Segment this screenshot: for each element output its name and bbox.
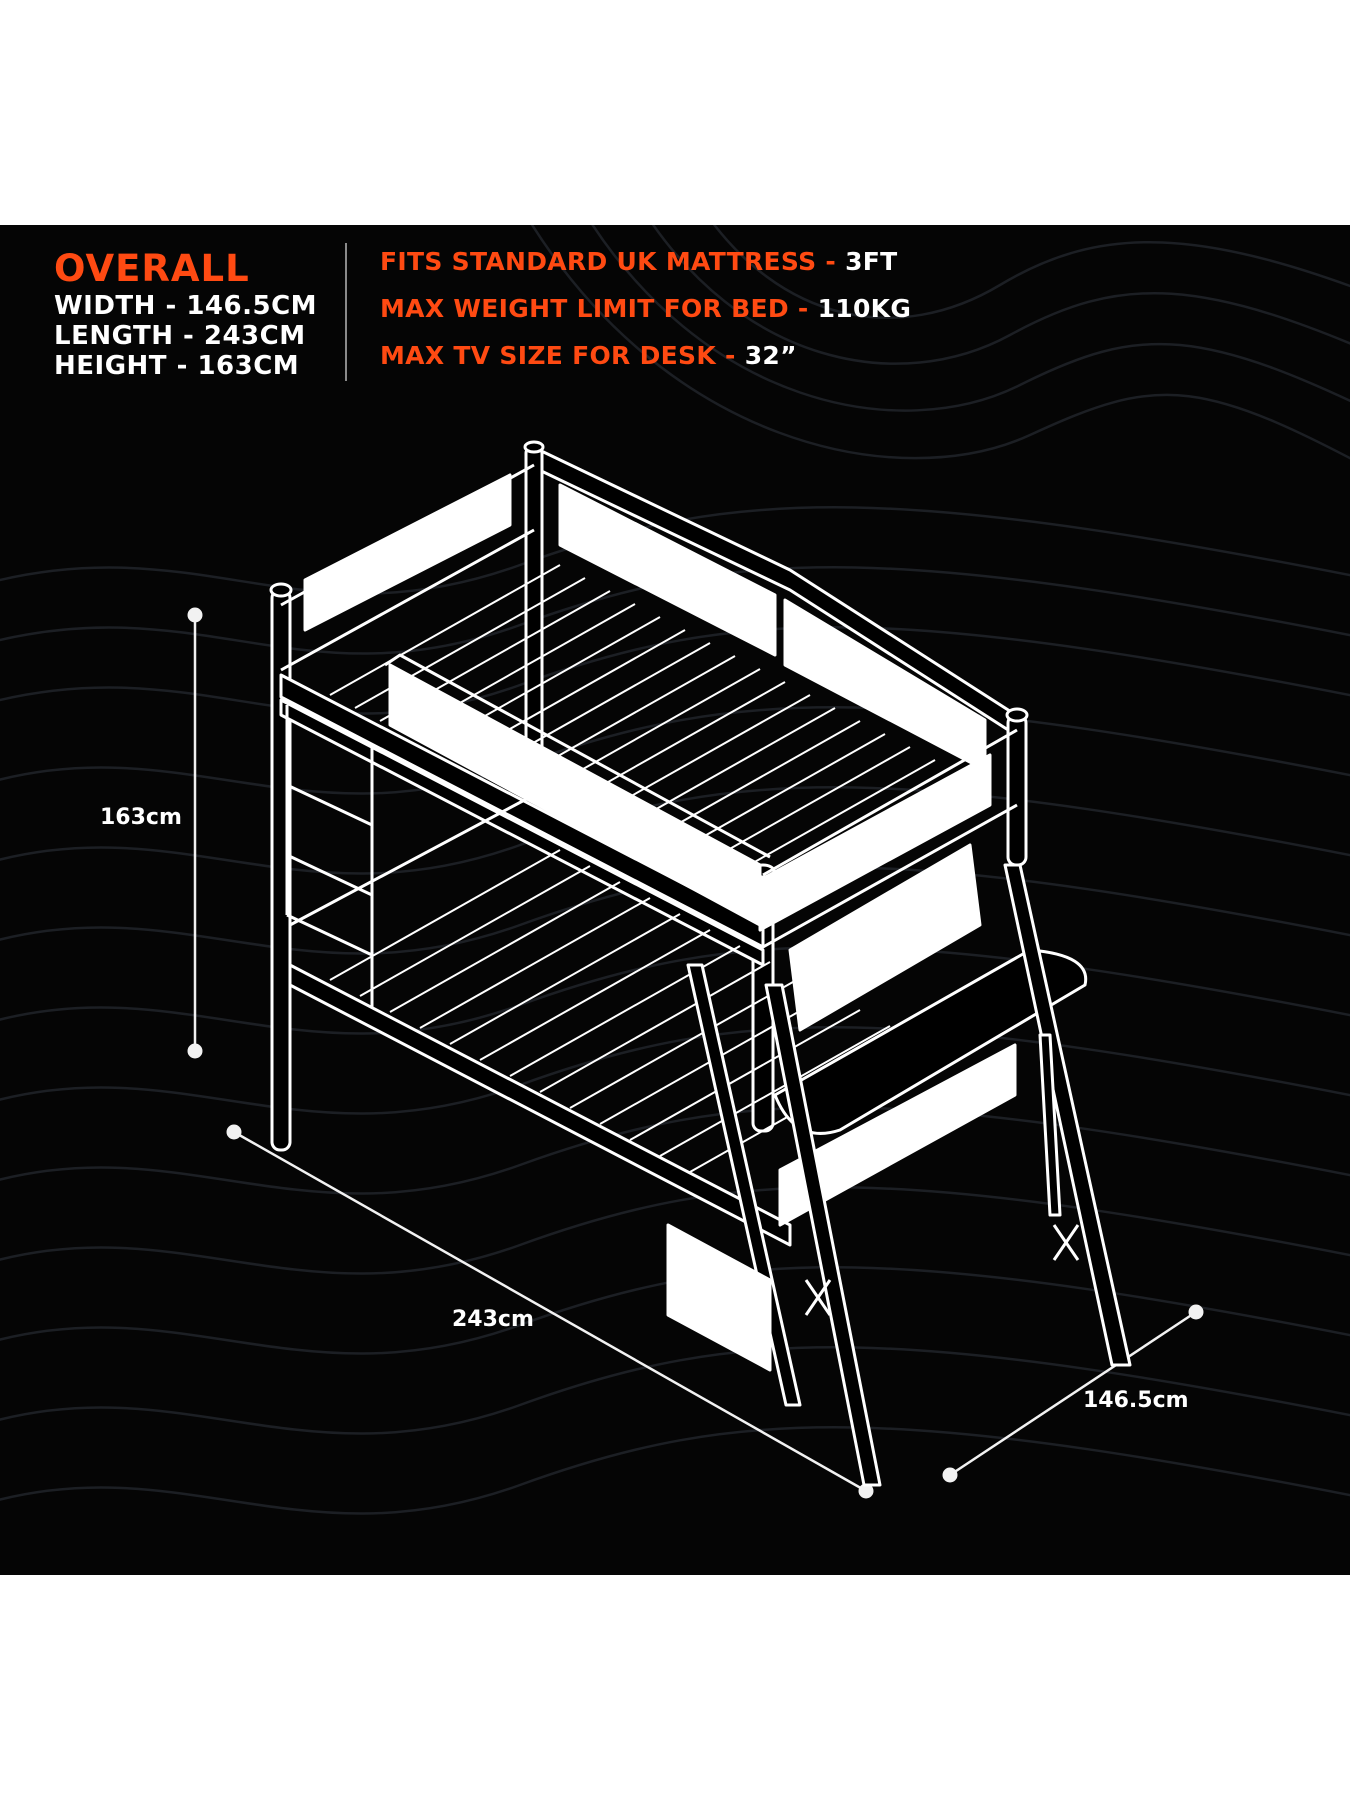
length-dimension: LENGTH - 243CM bbox=[54, 321, 317, 351]
width-value: 146.5CM bbox=[186, 291, 318, 321]
separator: - bbox=[825, 247, 846, 276]
width-measure-line bbox=[942, 1304, 1204, 1483]
height-measure-line bbox=[187, 607, 203, 1059]
length-value: 243CM bbox=[203, 321, 306, 351]
spec-mattress-label: FITS STANDARD UK MATTRESS bbox=[380, 247, 826, 276]
height-label: HEIGHT bbox=[54, 351, 168, 381]
spec-tv-label: MAX TV SIZE FOR DESK bbox=[380, 341, 717, 370]
length-measure-label: 243cm bbox=[452, 1307, 534, 1332]
spec-tv-value: 32” bbox=[744, 341, 797, 370]
length-measure-line bbox=[226, 1124, 874, 1499]
spec-weight-label: MAX WEIGHT LIMIT FOR BED bbox=[380, 294, 789, 323]
spec-weight-value: 110KG bbox=[817, 294, 912, 323]
length-label: LENGTH bbox=[54, 321, 174, 351]
height-dimension: HEIGHT - 163CM bbox=[54, 351, 317, 381]
overall-dimensions-block: OVERALL WIDTH - 146.5CM LENGTH - 243CM H… bbox=[54, 247, 317, 381]
bed-frame bbox=[269, 440, 1132, 1487]
vertical-divider bbox=[345, 243, 347, 381]
dimension-panel: OVERALL WIDTH - 146.5CM LENGTH - 243CM H… bbox=[0, 225, 1350, 1575]
width-label: WIDTH bbox=[54, 291, 156, 321]
width-measure-label: 146.5cm bbox=[1083, 1388, 1189, 1413]
height-value: 163CM bbox=[197, 351, 300, 381]
separator: - bbox=[173, 321, 204, 351]
separator: - bbox=[716, 341, 745, 370]
bunk-bed-illustration bbox=[187, 440, 1204, 1499]
spec-tv-size: MAX TV SIZE FOR DESK - 32” bbox=[380, 341, 911, 371]
overall-heading: OVERALL bbox=[54, 247, 250, 290]
separator: - bbox=[167, 351, 198, 381]
spec-weight-limit: MAX WEIGHT LIMIT FOR BED - 110KG bbox=[380, 294, 911, 324]
spec-mattress-value: 3FT bbox=[845, 247, 898, 276]
height-measure-label: 163cm bbox=[100, 805, 182, 830]
width-dimension: WIDTH - 146.5CM bbox=[54, 291, 317, 321]
spec-mattress: FITS STANDARD UK MATTRESS - 3FT bbox=[380, 247, 911, 277]
product-specs-block: FITS STANDARD UK MATTRESS - 3FT MAX WEIG… bbox=[380, 247, 911, 388]
separator: - bbox=[788, 294, 818, 323]
separator: - bbox=[155, 291, 187, 321]
